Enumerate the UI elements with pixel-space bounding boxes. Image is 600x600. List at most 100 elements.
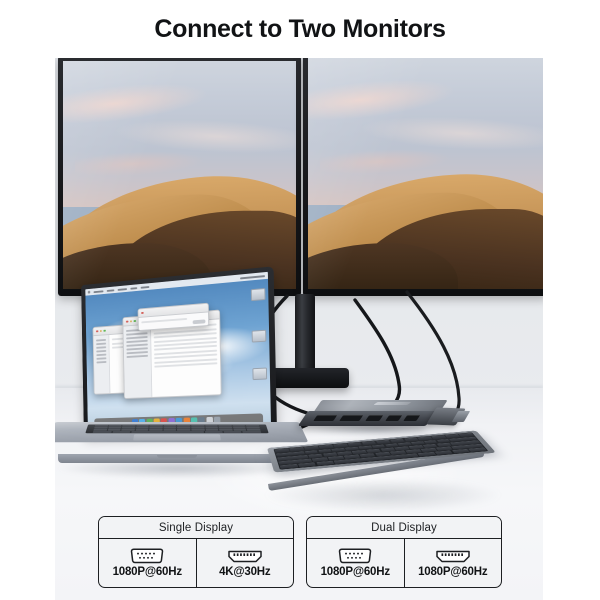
menu-item[interactable]	[106, 288, 115, 292]
laptop-base	[55, 422, 309, 470]
sidebar-item[interactable]	[96, 357, 107, 360]
laptop-front-edge	[58, 454, 296, 463]
key[interactable]	[223, 431, 242, 433]
hdmi-port-icon	[228, 550, 262, 562]
minimize-icon[interactable]	[99, 329, 102, 333]
hub-port-usb-c	[365, 415, 384, 421]
spec-panels: Single Display 1080P@60Hz	[0, 516, 600, 588]
spec-value: 1080P@60Hz	[112, 565, 183, 578]
hub-port-sd-card	[385, 415, 403, 421]
dialog-button[interactable]	[192, 319, 206, 325]
wireless-keyboard[interactable]	[263, 430, 503, 512]
hdmi-port-icon	[436, 550, 470, 562]
sidebar-item[interactable]	[126, 332, 148, 336]
laptop-lid-notch	[157, 455, 197, 458]
spec-panel-dual-display: Dual Display 1080P@60Hz	[306, 516, 502, 588]
spec-value: 4K@30Hz	[219, 565, 271, 578]
sidebar-item[interactable]	[96, 353, 106, 357]
product-scene	[55, 0, 543, 600]
hub-brand-logo	[373, 402, 412, 405]
key[interactable]	[279, 463, 298, 469]
finder-sidebar[interactable]	[123, 324, 153, 399]
spec-panel-body: 1080P@60Hz 4K@30Hz	[99, 539, 293, 587]
menu-item[interactable]	[117, 287, 127, 291]
key[interactable]	[316, 460, 335, 466]
minimize-icon[interactable]	[129, 320, 132, 323]
laptop	[55, 266, 309, 486]
sidebar-item[interactable]	[96, 338, 106, 342]
close-icon[interactable]	[125, 320, 129, 323]
desktop-icon[interactable]	[251, 329, 267, 343]
spec-panel-title: Single Display	[99, 517, 293, 539]
sidebar-item[interactable]	[96, 346, 106, 349]
left-monitor	[58, 56, 301, 296]
sidebar-item[interactable]	[96, 342, 106, 346]
sidebar-item[interactable]	[126, 347, 149, 351]
right-monitor-screen	[308, 57, 543, 289]
hub-shadow	[307, 424, 447, 436]
key[interactable]	[112, 431, 131, 433]
spec-cell-vga: 1080P@60Hz	[307, 539, 404, 587]
apple-menu-icon[interactable]	[87, 290, 91, 294]
maximize-icon[interactable]	[103, 329, 106, 332]
usb-c-hub	[297, 400, 471, 436]
spec-panel-single-display: Single Display 1080P@60Hz	[98, 516, 294, 588]
laptop-trackpad[interactable]	[132, 434, 222, 441]
spec-cell-hdmi: 1080P@60Hz	[403, 539, 502, 587]
hub-front-face	[297, 411, 436, 426]
key[interactable]	[434, 450, 453, 455]
hub-port-usb-a	[313, 415, 338, 421]
laptop-shadow	[59, 462, 297, 478]
space-key[interactable]	[131, 431, 204, 433]
laptop-top-case	[55, 422, 309, 443]
sidebar-item[interactable]	[96, 349, 106, 353]
close-icon[interactable]	[95, 330, 99, 333]
page-title: Connect to Two Monitors	[154, 14, 446, 43]
left-monitor-screen	[63, 61, 296, 289]
maximize-icon[interactable]	[133, 319, 136, 323]
menu-item[interactable]	[130, 286, 138, 290]
sidebar-item[interactable]	[126, 343, 149, 347]
laptop-key-grid	[92, 424, 262, 433]
right-monitor	[303, 52, 543, 296]
spec-cell-vga: 1080P@60Hz	[99, 539, 196, 587]
key[interactable]	[297, 462, 317, 468]
desktop-icon[interactable]	[250, 288, 266, 302]
menu-status-items[interactable]	[240, 274, 266, 279]
spec-value: 1080P@60Hz	[320, 565, 391, 578]
laptop-keyboard[interactable]	[85, 424, 269, 434]
key[interactable]	[451, 448, 470, 454]
right-monitor-wallpaper	[308, 57, 543, 289]
menu-item[interactable]	[140, 285, 150, 289]
finder-sidebar[interactable]	[93, 335, 111, 394]
vga-port-icon	[338, 547, 372, 563]
desktop-icon[interactable]	[252, 367, 268, 381]
window-body	[123, 319, 221, 399]
finder-file-list[interactable]	[151, 319, 221, 397]
close-icon[interactable]	[141, 311, 144, 315]
spec-value: 1080P@60Hz	[418, 565, 488, 578]
sidebar-item[interactable]	[126, 339, 149, 344]
laptop-screen	[85, 271, 271, 430]
key[interactable]	[468, 447, 487, 452]
sidebar-item[interactable]	[126, 336, 149, 340]
key-row	[92, 431, 262, 433]
key[interactable]	[92, 431, 112, 433]
spec-panel-title: Dual Display	[307, 517, 501, 539]
sidebar-item[interactable]	[126, 354, 149, 358]
key[interactable]	[417, 451, 436, 457]
list-item[interactable]	[154, 362, 218, 368]
menu-item[interactable]	[93, 289, 104, 293]
hub-port-microsd	[403, 415, 421, 421]
key[interactable]	[242, 431, 262, 433]
spec-cell-hdmi: 4K@30Hz	[195, 539, 294, 587]
key[interactable]	[204, 431, 223, 433]
sidebar-item[interactable]	[126, 351, 149, 355]
left-monitor-wallpaper	[63, 61, 296, 289]
laptop-lid	[81, 266, 277, 437]
dialog-text	[141, 318, 188, 324]
hub-port-usb-a	[339, 415, 364, 421]
title-bar: Connect to Two Monitors	[0, 0, 600, 58]
sidebar-item[interactable]	[96, 361, 107, 364]
